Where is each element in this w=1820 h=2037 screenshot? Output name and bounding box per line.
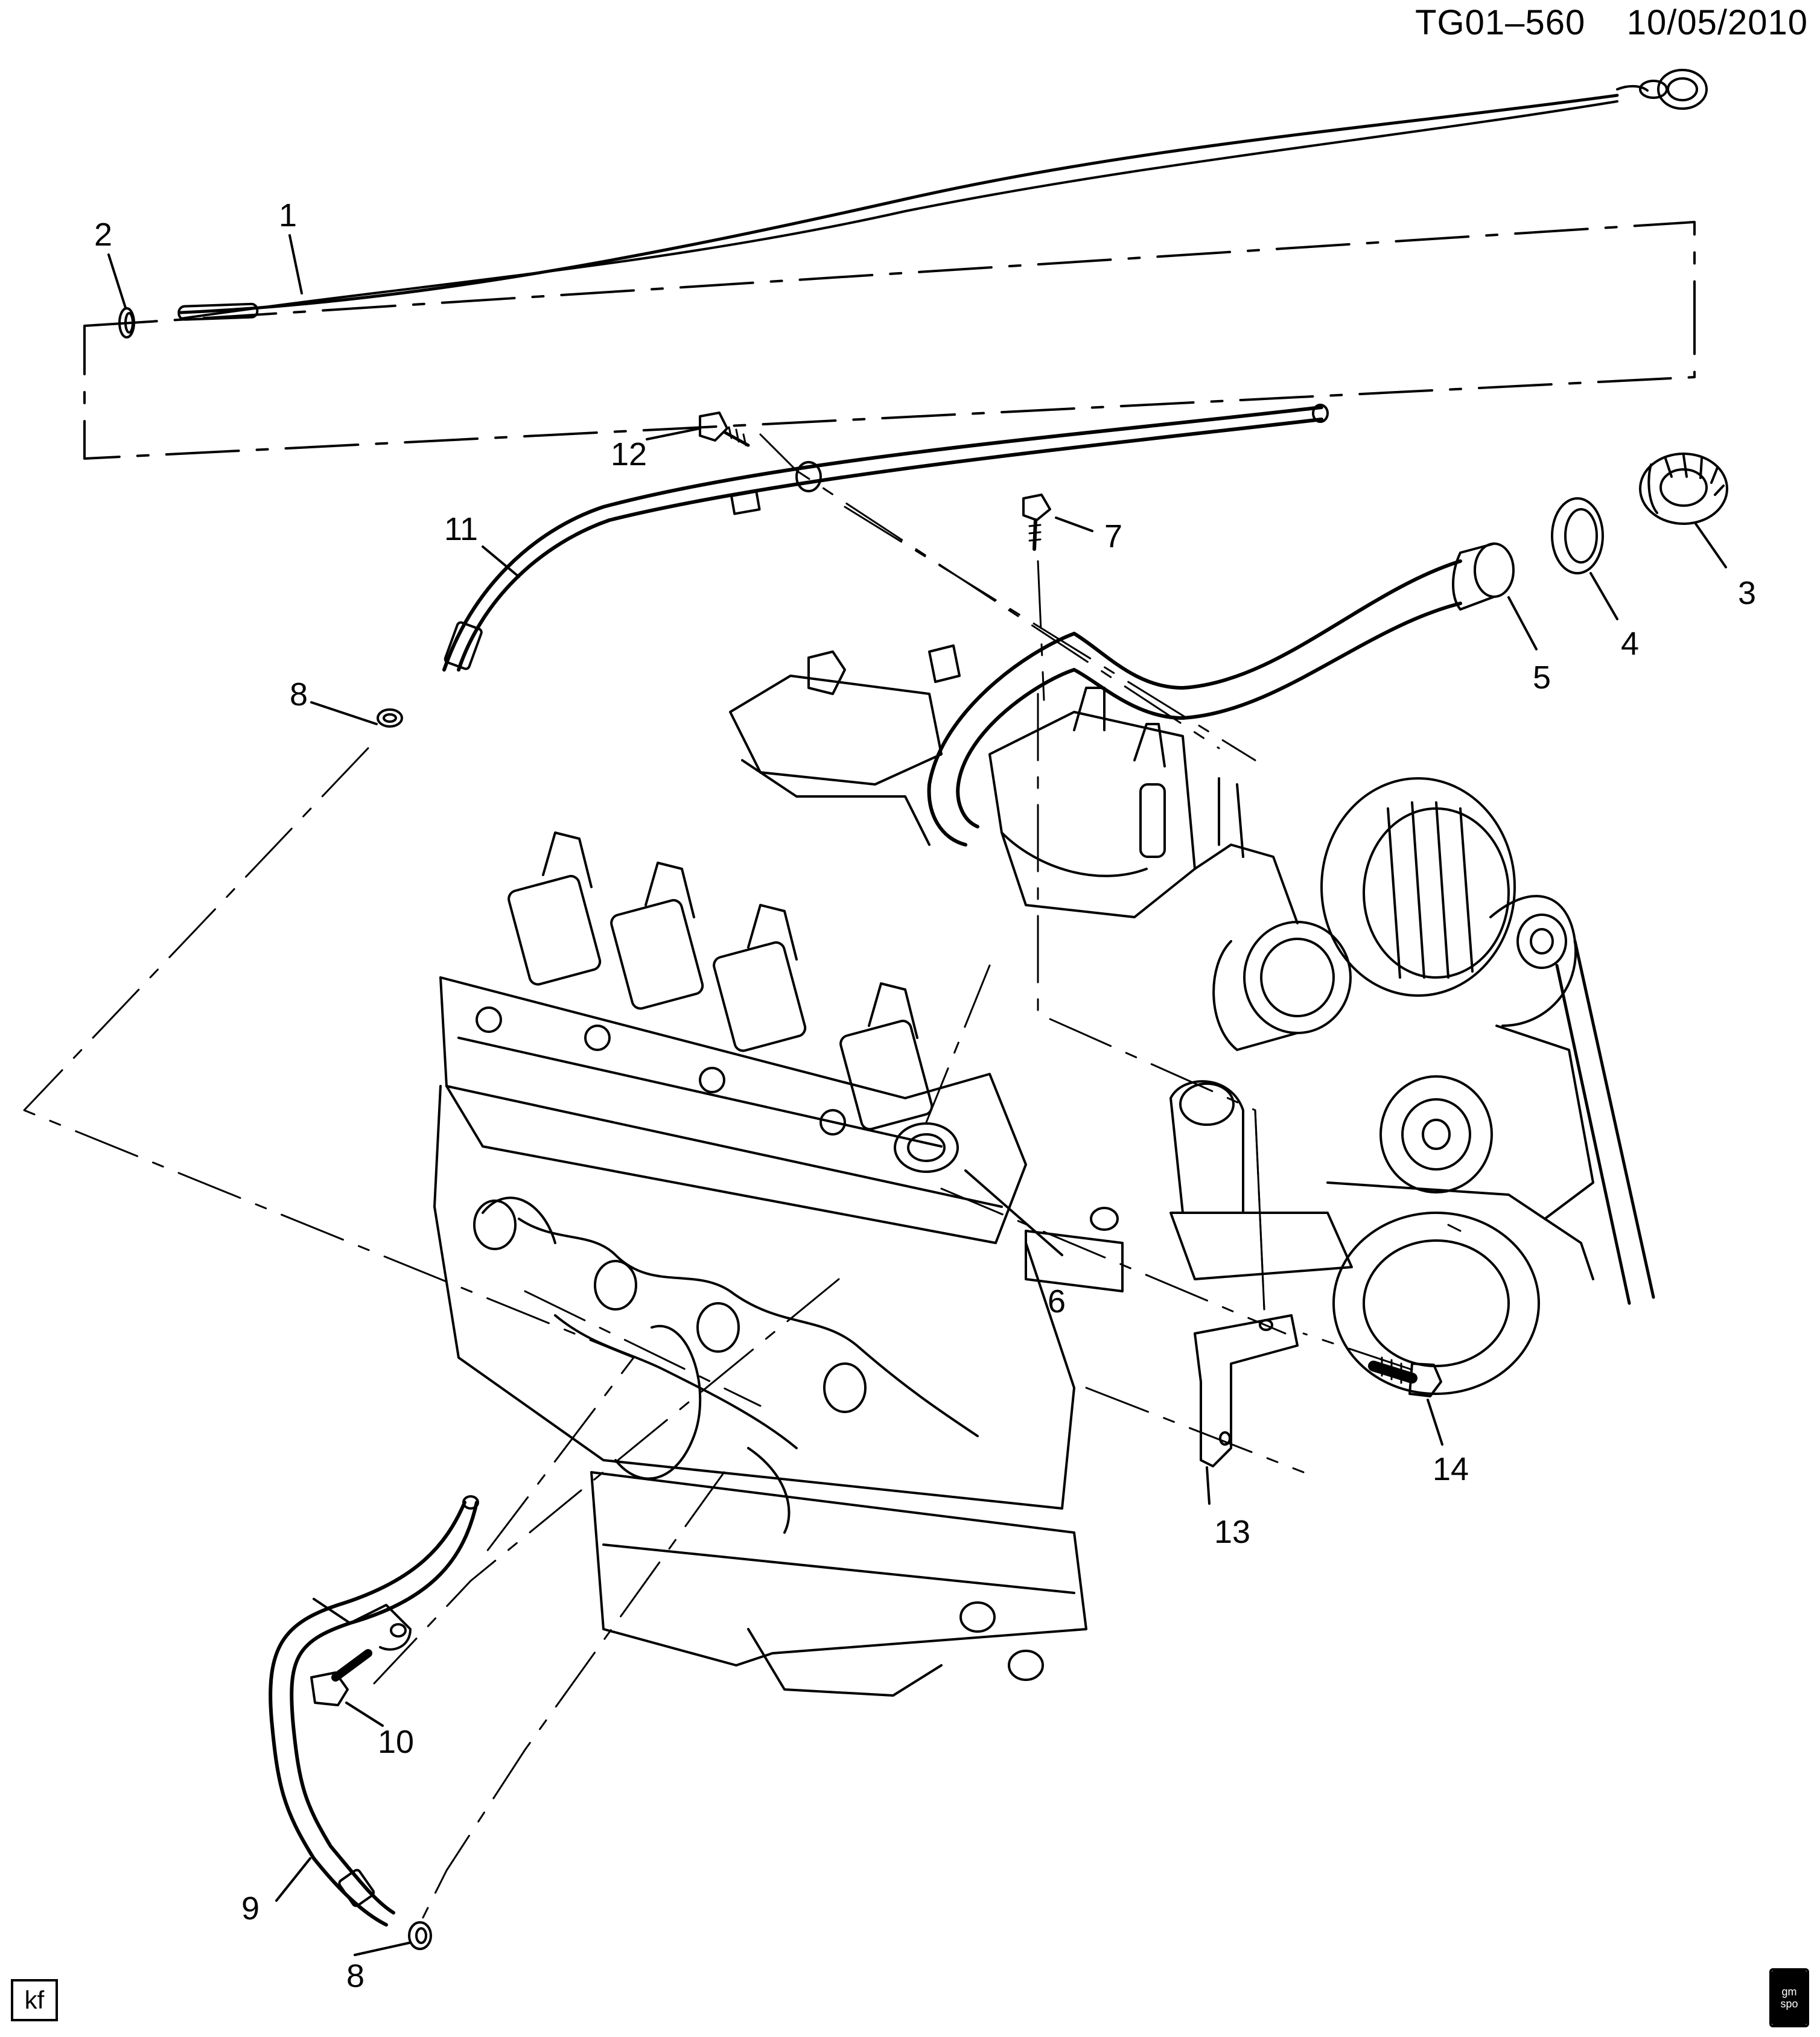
callout-3: 3 xyxy=(1738,575,1757,611)
callout-9: 9 xyxy=(241,1890,260,1927)
callout-8-bottom: 8 xyxy=(346,1958,365,1994)
callout-7: 7 xyxy=(1104,518,1123,555)
artist-initials: kf xyxy=(24,1986,45,2014)
callout-13: 13 xyxy=(1214,1514,1251,1550)
leader-lines xyxy=(107,234,1727,1956)
tube-bolt-10 xyxy=(310,1649,372,1706)
logo-gm-text: gm xyxy=(1781,1986,1797,1998)
callout-2: 2 xyxy=(94,217,113,253)
callout-11: 11 xyxy=(444,511,479,547)
engine-assembly xyxy=(433,644,1655,1697)
valve-cover-oil-port xyxy=(894,1122,959,1173)
callout-6: 6 xyxy=(1048,1283,1066,1320)
reference-line-solid-13 xyxy=(1254,1109,1265,1311)
lower-dipstick-tube xyxy=(269,1495,479,1927)
upper-dipstick-tube xyxy=(442,404,1329,672)
reference-lines xyxy=(23,433,1462,1932)
callout-1: 1 xyxy=(279,197,298,234)
artist-initials-box: kf xyxy=(11,1979,58,2021)
oil-fill-cap xyxy=(1639,453,1728,525)
diagram-date: 10/05/2010 xyxy=(1626,3,1808,42)
oil-fill-seal xyxy=(1551,497,1604,574)
tube-o-ring-top xyxy=(377,708,403,728)
callout-4: 4 xyxy=(1621,626,1640,662)
logo-spo-text: spo xyxy=(1780,1998,1798,2010)
callout-12: 12 xyxy=(611,436,648,472)
callout-8-top: 8 xyxy=(290,676,308,713)
diagram-header: TG01–560 10/05/2010 xyxy=(1415,2,1808,43)
dipstick-group-outline xyxy=(83,221,1696,460)
tube-o-ring-bottom xyxy=(408,1921,432,1950)
gm-spo-logo: gm spo xyxy=(1769,1968,1809,2027)
dipstick xyxy=(177,69,1708,321)
callout-5: 5 xyxy=(1533,659,1551,696)
tube-bracket-13 xyxy=(1194,1314,1299,1467)
bolt-7 xyxy=(1022,494,1051,551)
callout-14: 14 xyxy=(1433,1451,1469,1487)
ignition-coils xyxy=(476,831,934,1136)
oil-filler-tube xyxy=(927,542,1515,847)
tube-bolt-12 xyxy=(699,412,750,447)
dipstick-o-ring xyxy=(118,307,135,338)
callout-10: 10 xyxy=(378,1724,415,1760)
diagram-id: TG01–560 xyxy=(1415,3,1586,42)
